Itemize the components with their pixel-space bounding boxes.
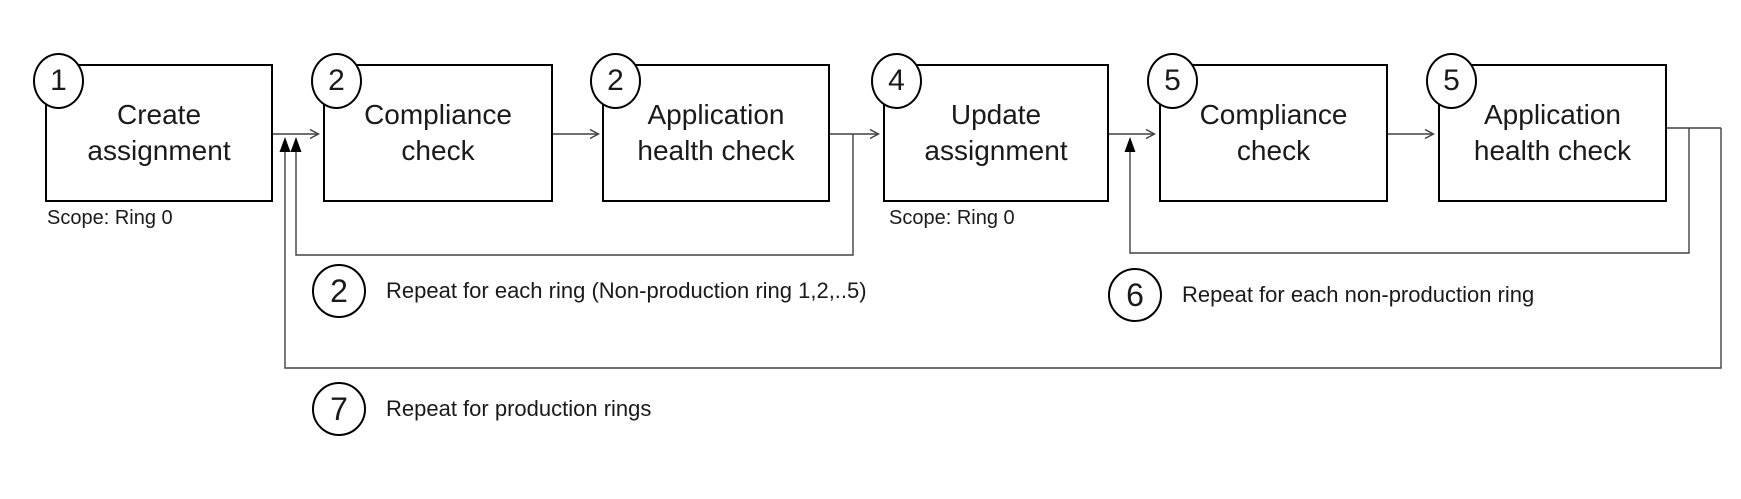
- flow-box-compliance-check-1: 2 Compliance check: [311, 53, 553, 202]
- annotation-label: Repeat for each non-production ring: [1182, 282, 1535, 307]
- annotation-label: Repeat for each ring (Non-production rin…: [386, 278, 867, 303]
- step-badge: 2: [590, 53, 641, 109]
- annotation-number: 7: [330, 390, 348, 427]
- loop-2-path: [295, 134, 854, 256]
- loop-2-arrowhead: [290, 137, 302, 152]
- loop-6-path: [1129, 127, 1721, 254]
- annotation-repeat-nonproduction-ring: 6 Repeat for each non-production ring: [1108, 268, 1534, 322]
- loop-7-path: [284, 128, 1722, 369]
- scope-label-create-assignment: Scope: Ring 0: [47, 207, 173, 229]
- step-badge: 4: [871, 53, 922, 109]
- box-label: Create assignment: [87, 99, 231, 166]
- annotation-circle: 6: [1108, 268, 1162, 322]
- annotation-number: 2: [330, 272, 348, 309]
- annotation-repeat-production-rings: 7 Repeat for production rings: [312, 382, 651, 436]
- annotation-repeat-each-ring: 2 Repeat for each ring (Non-production r…: [312, 264, 867, 318]
- box-label: Compliance check: [364, 99, 512, 166]
- step-number: 5: [1443, 64, 1460, 97]
- step-number: 5: [1164, 64, 1181, 97]
- step-badge: 2: [311, 53, 362, 109]
- step-badge: 5: [1147, 53, 1198, 109]
- box-label: Application health check: [637, 99, 795, 166]
- step-number: 2: [328, 64, 345, 97]
- step-number: 4: [888, 64, 905, 97]
- step-number: 2: [607, 64, 624, 97]
- box-label: Compliance check: [1199, 99, 1348, 166]
- flow-box-application-health-check-2: 5 Application health check: [1426, 53, 1667, 202]
- box-label: Application health check: [1473, 99, 1632, 166]
- box-label: Update assignment: [924, 99, 1068, 166]
- loop-7-arrowhead: [279, 137, 291, 152]
- step-number: 1: [50, 64, 67, 97]
- annotation-circle: 2: [312, 264, 366, 318]
- flow-box-application-health-check-1: 2 Application health check: [590, 53, 830, 202]
- step-badge: 5: [1426, 53, 1477, 109]
- flow-box-update-assignment: 4 Update assignment: [871, 53, 1109, 202]
- loop-6-arrowhead: [1124, 137, 1136, 152]
- annotation-circle: 7: [312, 382, 366, 436]
- flow-box-compliance-check-2: 5 Compliance check: [1147, 53, 1388, 202]
- annotation-label: Repeat for production rings: [386, 396, 652, 421]
- annotation-number: 6: [1126, 276, 1144, 313]
- scope-label-update-assignment: Scope: Ring 0: [889, 207, 1015, 229]
- flow-box-create-assignment: 1 Create assignment: [33, 53, 273, 202]
- step-badge: 1: [33, 53, 84, 109]
